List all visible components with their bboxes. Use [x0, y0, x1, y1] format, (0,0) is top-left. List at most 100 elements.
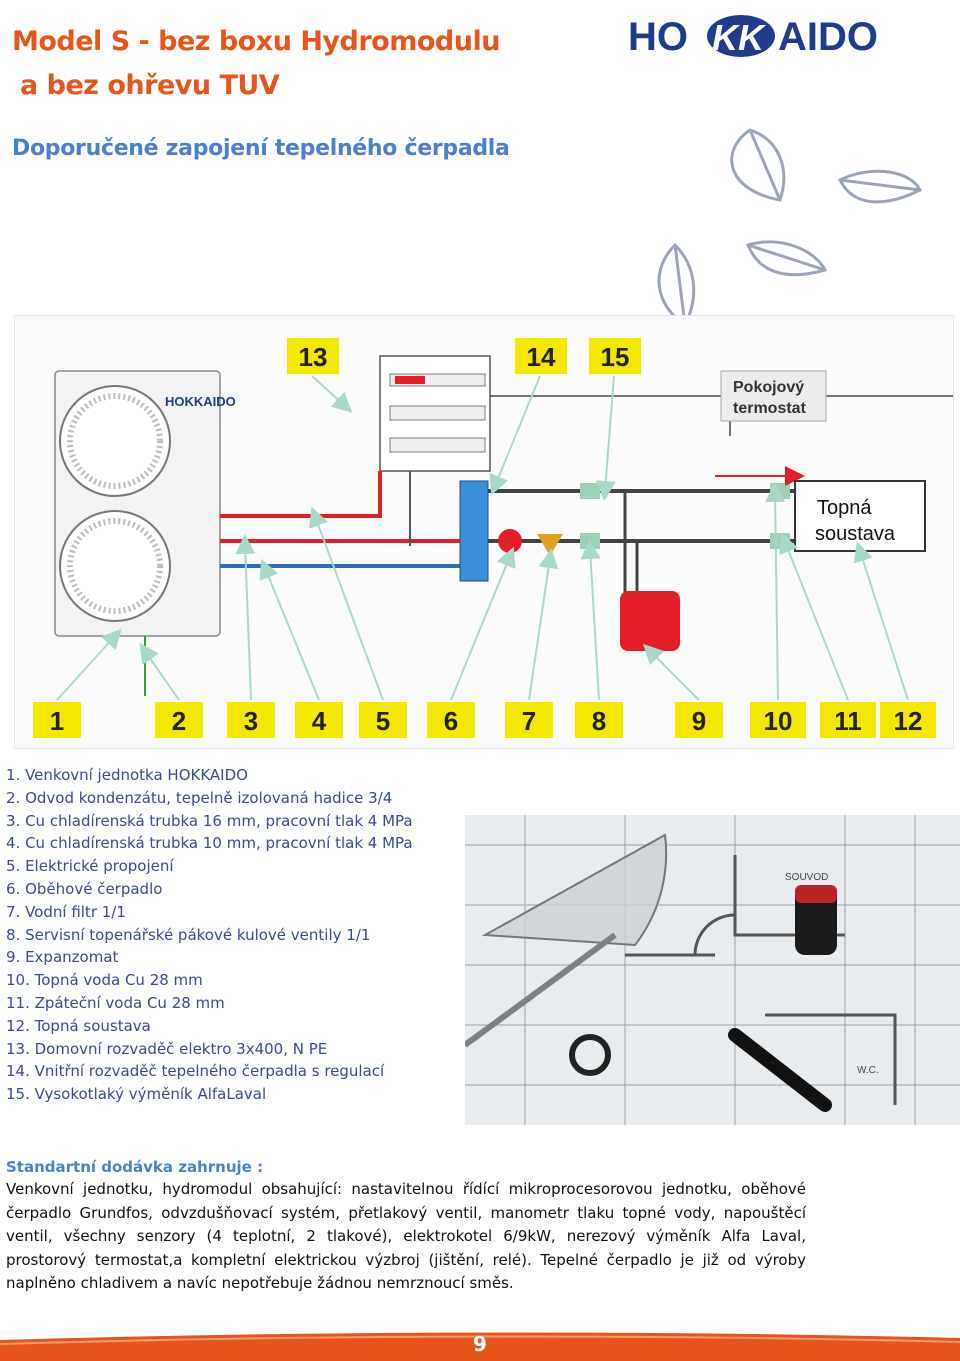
- photo-label-wc: W.C.: [857, 1065, 879, 1076]
- legend-item-number: 4.: [6, 834, 21, 853]
- number-label: 11: [834, 706, 862, 736]
- legend-item: 9. Expanzomat: [6, 946, 413, 969]
- pointer-arrow: [259, 558, 320, 701]
- legend-item-number: 11.: [6, 993, 30, 1012]
- pointer-arrow: [309, 506, 384, 701]
- legend-item-number: 15.: [6, 1085, 30, 1104]
- legend-item: 12. Topná soustava: [6, 1015, 413, 1038]
- page-number: 9: [473, 1332, 487, 1356]
- fan-grille-bottom: [59, 510, 171, 622]
- pointer-arrow: [139, 642, 180, 701]
- number-label: 10: [764, 706, 793, 736]
- connection-diagram: HOKKAIDO Pokojový termostat Topná sousta…: [14, 315, 954, 749]
- footer-band: [0, 1332, 960, 1361]
- heat-exchanger: [459, 480, 489, 582]
- number-label-box: [675, 702, 723, 738]
- number-label: 1: [50, 706, 64, 736]
- pointer-arrow: [235, 534, 256, 701]
- legend-item: 5. Elektrické propojení: [6, 855, 413, 878]
- page-subtitle: Doporučené zapojení tepelného čerpadla: [12, 136, 510, 161]
- legend-item-number: 8.: [6, 925, 21, 944]
- legend-item-number: 13.: [6, 1039, 30, 1058]
- svg-text:HO: HO: [628, 15, 688, 58]
- legend-item-text: Oběhové čerpadlo: [20, 879, 163, 898]
- pointer-arrow: [853, 541, 909, 701]
- pointer-arrow: [311, 375, 353, 413]
- legend-item-text: Topná soustava: [29, 1016, 151, 1035]
- legend-item-number: 9.: [6, 948, 21, 967]
- number-label: 8: [592, 706, 606, 736]
- number-label-box: [287, 338, 339, 374]
- svg-text:KK: KK: [712, 17, 767, 58]
- number-label: 3: [244, 706, 258, 736]
- pointer-arrow: [489, 375, 541, 496]
- fan-grille-top: [59, 385, 171, 497]
- legend-item: 4. Cu chladírenská trubka 10 mm, pracovn…: [6, 832, 413, 855]
- legend-item: 7. Vodní filtr 1/1: [6, 901, 413, 924]
- legend-item-text: Elektrické propojení: [20, 857, 174, 876]
- legend-item-number: 6.: [6, 879, 21, 898]
- room-thermostat: [720, 370, 827, 422]
- pointer-arrow: [765, 482, 786, 701]
- number-label: 4: [312, 706, 327, 736]
- legend-item-text: Cu chladírenská trubka 16 mm, pracovní t…: [20, 811, 413, 830]
- number-label: 5: [376, 706, 390, 736]
- legend-item-text: Expanzomat: [20, 948, 119, 967]
- standard-delivery-heading: Standartní dodávka zahrnuje :: [6, 1158, 264, 1176]
- pointer-arrow: [595, 375, 616, 501]
- number-label-box: [427, 702, 475, 738]
- legend-item-number: 1.: [6, 766, 21, 784]
- pointer-arrow: [580, 539, 601, 701]
- legend-item-number: 5.: [6, 857, 21, 876]
- pointer-arrow: [450, 546, 516, 701]
- page-title-line2: a bez ohřevu TUV: [20, 70, 280, 101]
- number-label-box: [575, 702, 623, 738]
- legend-item-text: Vysokotlaký výměník AlfaLaval: [29, 1085, 267, 1104]
- legend-item-text: Cu chladírenská trubka 10 mm, pracovní t…: [20, 834, 413, 853]
- number-label-box: [589, 338, 641, 374]
- legend-item-text: Vnitřní rozvaděč tepelného čerpadla s re…: [29, 1062, 385, 1081]
- legend-item: 14. Vnitřní rozvaděč tepelného čerpadla …: [6, 1060, 413, 1083]
- number-label: 9: [692, 706, 706, 736]
- legend-item-text: Odvod kondenzátu, tepelně izolovaná hadi…: [20, 788, 393, 807]
- heating-system-label-1: Topná: [817, 497, 872, 519]
- blueprint-photo: SOUVOD W.C.: [465, 815, 960, 1125]
- number-label-box: [295, 702, 343, 738]
- page-title-line1: Model S - bez boxu Hydromodulu: [12, 26, 500, 57]
- legend-item-number: 2.: [6, 788, 21, 807]
- legend-item: 8. Servisní topenářské pákové kulové ven…: [6, 924, 413, 947]
- number-label-box: [880, 702, 936, 738]
- number-label-box: [33, 702, 81, 738]
- pointer-arrow: [56, 628, 122, 701]
- legend-item: 10. Topná voda Cu 28 mm: [6, 969, 413, 992]
- heating-system-box: [794, 480, 926, 552]
- number-label-box: [359, 702, 407, 738]
- legend-item-text: Venkovní jednotka HOKKAIDO: [20, 766, 248, 784]
- thermostat-label-1: Pokojový: [733, 379, 804, 396]
- number-label: 15: [601, 342, 630, 372]
- legend-item-number: 3.: [6, 811, 21, 830]
- number-label: 7: [522, 706, 536, 736]
- legend-item-text: Zpáteční voda Cu 28 mm: [29, 993, 225, 1012]
- number-label-box: [155, 702, 203, 738]
- svg-text:AIDO: AIDO: [778, 15, 878, 58]
- number-label-box: [227, 702, 275, 738]
- legend-item-number: 10.: [6, 971, 30, 990]
- expansion-vessel: [620, 591, 680, 651]
- pointer-arrow: [779, 532, 849, 701]
- number-label: 2: [172, 706, 186, 736]
- number-label: 6: [444, 706, 458, 736]
- legend-item: 2. Odvod kondenzátu, tepelně izolovaná h…: [6, 787, 413, 810]
- number-label-box: [750, 702, 806, 738]
- legend-item-text: Servisní topenářské pákové kulové ventil…: [20, 925, 371, 944]
- pointer-arrow: [528, 548, 559, 701]
- number-label: 12: [894, 706, 923, 736]
- standard-delivery-text: Venkovní jednotku, hydromodul obsahující…: [6, 1180, 806, 1292]
- legend-item: 11. Zpáteční voda Cu 28 mm: [6, 992, 413, 1015]
- legend-item-text: Topná voda Cu 28 mm: [29, 971, 203, 990]
- hokkaido-logo: HO KK AIDO: [628, 15, 878, 58]
- legend-item: 6. Oběhové čerpadlo: [6, 878, 413, 901]
- number-label-box: [505, 702, 553, 738]
